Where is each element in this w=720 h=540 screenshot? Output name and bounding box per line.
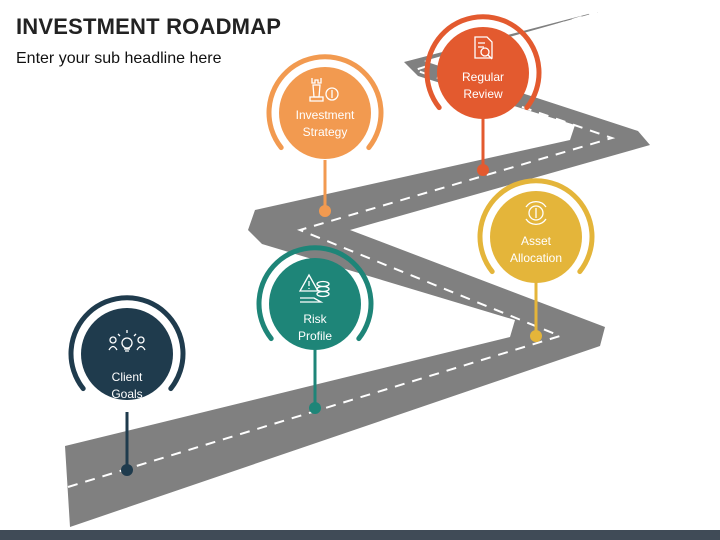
dollar-cycle-icon bbox=[525, 201, 547, 225]
milestone-asset-allocation: Asset Allocation bbox=[477, 178, 595, 342]
document-magnifier-icon bbox=[474, 36, 493, 60]
milestone-client-goals: Client Goals bbox=[68, 295, 186, 476]
client-goals-outer-arc bbox=[68, 295, 186, 392]
investment-strategy-pin-dot bbox=[319, 205, 331, 217]
investment-strategy-label-line1: Investment bbox=[296, 108, 355, 122]
regular-review-circle bbox=[437, 27, 529, 119]
road-center-dashes bbox=[67, 11, 616, 488]
milestone-investment-strategy: Investment Strategy bbox=[266, 54, 384, 217]
page-subtitle: Enter your sub headline here bbox=[16, 50, 222, 67]
chess-rook-dollar-icon bbox=[309, 78, 339, 102]
client-goals-circle bbox=[81, 308, 173, 400]
regular-review-pin-dot bbox=[477, 164, 489, 176]
client-goals-label-line1: Client bbox=[112, 370, 143, 384]
asset-allocation-circle bbox=[490, 191, 582, 283]
asset-allocation-label-line2: Allocation bbox=[510, 251, 562, 265]
risk-profile-outer-arc bbox=[256, 245, 374, 342]
investment-strategy-label-line2: Strategy bbox=[303, 125, 348, 139]
regular-review-label-line1: Regular bbox=[462, 70, 504, 84]
investment-strategy-outer-arc bbox=[266, 54, 384, 151]
risk-profile-circle bbox=[269, 258, 361, 350]
client-goals-label-line2: Goals bbox=[111, 387, 142, 401]
milestone-regular-review: Regular Review bbox=[424, 14, 542, 176]
warning-coins-icon bbox=[298, 273, 330, 303]
risk-profile-label-line2: Profile bbox=[298, 329, 332, 343]
risk-profile-pin-dot bbox=[309, 402, 321, 414]
risk-profile-label-line1: Risk bbox=[303, 312, 327, 326]
milestone-risk-profile: Risk Profile bbox=[256, 245, 374, 414]
asset-allocation-outer-arc bbox=[477, 178, 595, 275]
investment-strategy-circle bbox=[279, 67, 371, 159]
people-idea-icon bbox=[108, 330, 146, 352]
page-title: INVESTMENT ROADMAP bbox=[16, 14, 282, 39]
bottom-accent-bar bbox=[0, 530, 720, 540]
client-goals-pin-dot bbox=[121, 464, 133, 476]
regular-review-label-line2: Review bbox=[463, 87, 503, 101]
regular-review-outer-arc bbox=[424, 14, 542, 111]
asset-allocation-pin-dot bbox=[530, 330, 542, 342]
asset-allocation-label-line1: Asset bbox=[521, 234, 552, 248]
